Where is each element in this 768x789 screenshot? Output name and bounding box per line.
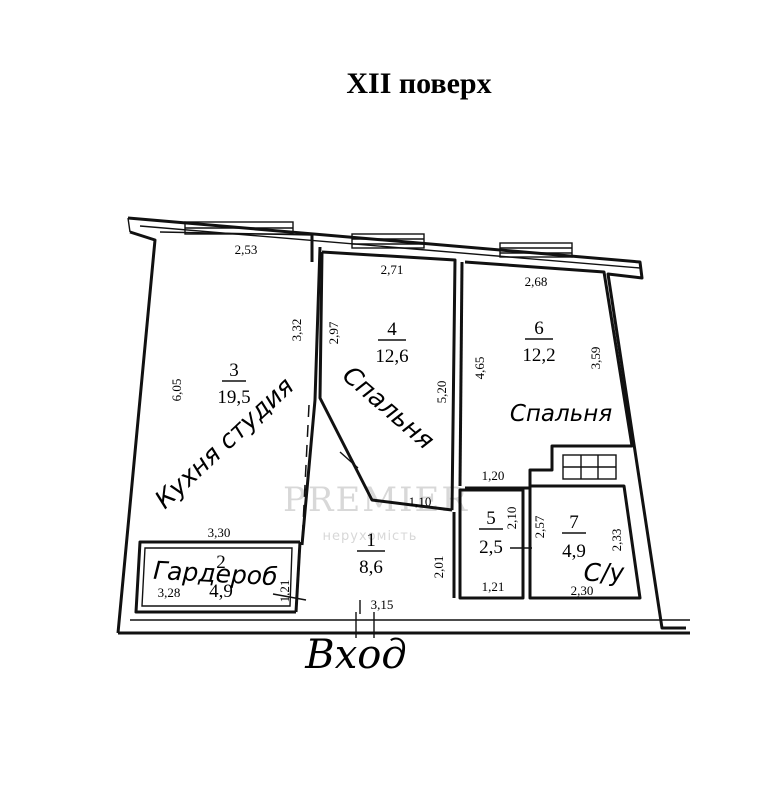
dimension-labels: 2,53 3,32 6,05 3,30 2,71 2,97 5,20 2,68 … (158, 242, 624, 612)
dim-bed4-right: 5,20 (434, 381, 449, 404)
window-bedroom-6 (499, 242, 573, 258)
room-number-kitchen: 3 (229, 360, 239, 381)
dim-bed6-top: 2,68 (525, 274, 548, 289)
dim-kitchen-left: 6,05 (169, 379, 184, 402)
window-bedroom-4 (351, 233, 425, 249)
dim-corr-top: 1,20 (482, 468, 505, 483)
dim-corr-bottom: 1,21 (482, 579, 505, 594)
dim-bed4-top: 2,71 (381, 262, 404, 277)
room-area-kitchen: 19,5 (217, 387, 250, 408)
room-number-corridor: 5 (486, 508, 496, 529)
room-tags: 3 19,5 4 12,6 6 12,2 2 4,9 1 8,6 5 2,5 7… (209, 318, 586, 602)
dim-hall-right: 2,01 (431, 556, 446, 579)
label-bathroom: С/у (584, 558, 626, 587)
dim-kitchen-right: 3,32 (289, 319, 304, 342)
dim-bed6-right: 3,59 (588, 347, 603, 370)
label-bedroom-left: Спальня (337, 360, 440, 455)
room-number-bathroom: 7 (569, 512, 579, 533)
room-number-hall: 1 (366, 530, 376, 551)
floor-title: XII поверх (346, 67, 491, 100)
dim-bed4-left: 2,97 (326, 321, 341, 344)
dim-hall-top: 1,10 (409, 494, 432, 509)
dim-bath-left: 2,57 (532, 515, 547, 538)
room-number-bedroom-left: 4 (387, 319, 397, 340)
room-area-bedroom-left: 12,6 (375, 346, 408, 367)
dim-hall-bottom: 3,15 (371, 597, 394, 612)
room-area-wardrobe: 4,9 (209, 581, 233, 602)
dim-bed6-left: 4,65 (472, 357, 487, 380)
entrance-label: Вход (304, 632, 406, 678)
room-area-bathroom: 4,9 (562, 541, 586, 562)
room-area-hall: 8,6 (359, 557, 383, 578)
room-number-wardrobe: 2 (216, 552, 226, 573)
dim-wardrobe-bottom: 3,28 (158, 585, 181, 600)
dim-kitchen-bottom: 3,30 (208, 525, 231, 540)
dim-bath-bottom: 2,30 (571, 583, 594, 598)
room-number-bedroom-right: 6 (534, 318, 544, 339)
outer-walls (116, 216, 690, 635)
label-wardrobe: Гардероб (153, 556, 279, 591)
label-bedroom-right: Спальня (510, 401, 612, 427)
room-area-bedroom-right: 12,2 (522, 345, 555, 366)
dim-bath-right: 2,33 (609, 529, 624, 552)
dim-corr-right: 2,10 (504, 507, 519, 530)
watermark-tagline: нерухомість (323, 529, 418, 544)
room-area-corridor: 2,5 (479, 537, 503, 558)
windows (184, 221, 573, 258)
interior-walls (134, 235, 642, 638)
dim-wardrobe-right: 1,21 (277, 580, 292, 603)
dim-kitchen-top: 2,53 (235, 242, 258, 257)
